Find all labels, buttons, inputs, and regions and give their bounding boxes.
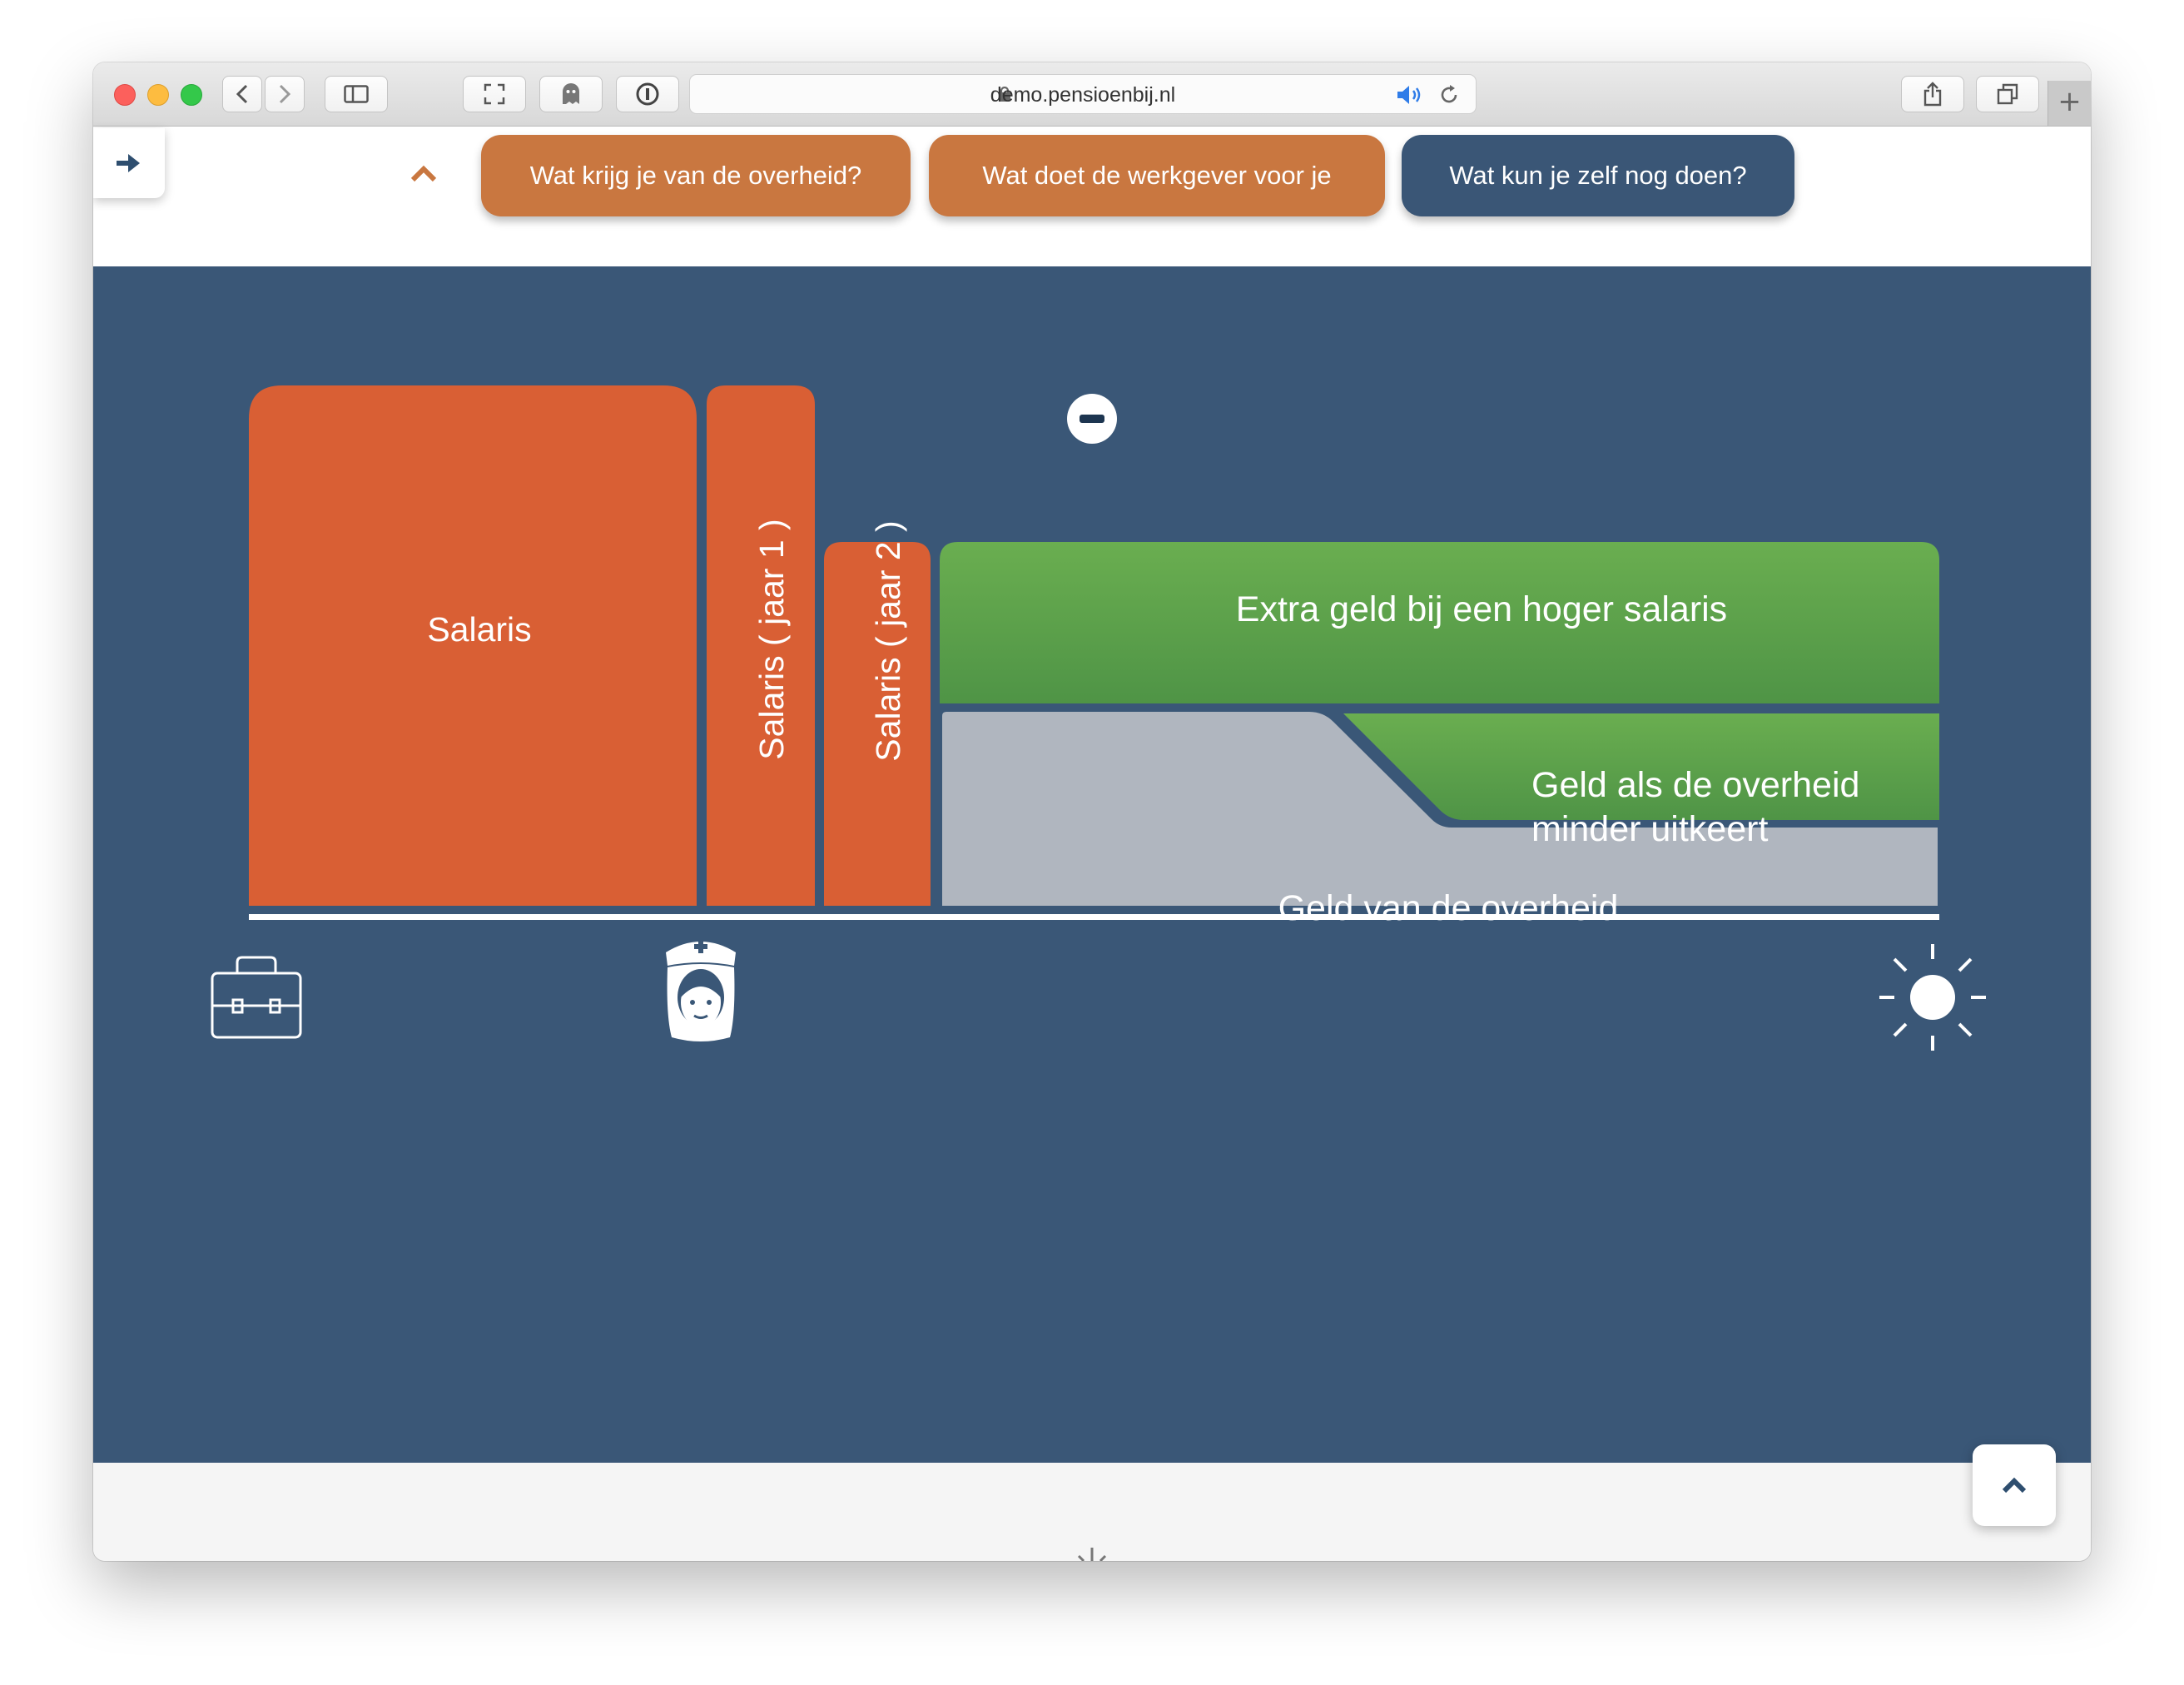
forward-icon <box>279 84 291 104</box>
salaris-jaar2-label: Salaris ( jaar 2 ) <box>869 520 907 761</box>
sidebar-toggle-button[interactable] <box>93 128 165 198</box>
salaris-block <box>249 385 697 906</box>
close-icon[interactable] <box>114 84 136 106</box>
geld-overheid-label: Geld van de overheid <box>1278 888 1619 928</box>
tab-zelf[interactable]: Wat kun je zelf nog doen? <box>1402 135 1794 216</box>
address-bar[interactable]: demo.pensioenbij.nl <box>689 74 1477 114</box>
tabs-button[interactable] <box>1976 76 2039 112</box>
sidebar-button[interactable] <box>325 76 388 112</box>
browser-window: demo.pensioenbij.nl + Wat krijg je van d… <box>93 62 2091 1561</box>
sidebar-icon <box>344 85 369 103</box>
extra-geld-label: Extra geld bij een hoger salaris <box>1236 589 1727 629</box>
share-button[interactable] <box>1901 76 1964 112</box>
tab-werkgever-label: Wat doet de werkgever voor je <box>982 161 1332 190</box>
lock-icon <box>999 87 1010 102</box>
minder-uitkeert-block <box>1343 713 1939 820</box>
minder-uitkeert-label-line2: minder uitkeert <box>1531 809 1768 849</box>
sun-icon <box>1879 944 1986 1051</box>
zoom-icon[interactable] <box>181 84 202 106</box>
tab-werkgever[interactable]: Wat doet de werkgever voor je <box>929 135 1385 216</box>
minder-uitkeert-label-line1: Geld als de overheid <box>1531 765 1859 805</box>
back-button[interactable] <box>222 76 262 112</box>
fullscreen-icon <box>484 83 505 105</box>
tab-zelf-label: Wat kun je zelf nog doen? <box>1449 161 1747 190</box>
briefcase-icon <box>211 956 302 1039</box>
page-navigation: Wat krijg je van de overheid? Wat doet d… <box>93 127 2091 266</box>
ghost-icon <box>563 83 579 104</box>
minimize-icon[interactable] <box>147 84 169 106</box>
tab-overheid-label: Wat krijg je van de overheid? <box>529 161 862 190</box>
forward-button[interactable] <box>265 76 305 112</box>
tabs-icon <box>1997 83 2018 105</box>
salaris-jaar1-block <box>707 385 815 906</box>
page-footer <box>93 1463 2091 1561</box>
ghost-extension-button[interactable] <box>539 76 603 112</box>
pension-diagram-stage: Salaris Salaris ( jaar 1 ) Salaris ( jaa… <box>93 266 2091 1463</box>
salaris-label: Salaris <box>427 610 531 649</box>
salaris-jaar1-label: Salaris ( jaar 1 ) <box>752 519 791 759</box>
extra-geld-block <box>940 542 1939 703</box>
audio-icon[interactable] <box>1396 83 1424 107</box>
back-icon <box>236 84 248 104</box>
plus-icon[interactable]: + <box>2048 81 2091 126</box>
pension-diagram: Salaris Salaris ( jaar 1 ) Salaris ( jaa… <box>211 385 1986 1051</box>
share-icon <box>1923 82 1942 107</box>
reload-icon[interactable] <box>1437 83 1461 107</box>
password-icon <box>636 82 659 106</box>
salaris-jaar2-block <box>824 542 931 906</box>
geld-overheid-block <box>942 712 1938 906</box>
timeline-axis <box>249 914 1939 920</box>
chevron-up-icon <box>2002 1477 2027 1494</box>
scroll-to-top-button[interactable] <box>1973 1444 2056 1526</box>
url-text: demo.pensioenbij.nl <box>990 83 1176 107</box>
password-extension-button[interactable] <box>616 76 679 112</box>
arrow-right-icon <box>117 154 140 172</box>
tab-overheid[interactable]: Wat krijg je van de overheid? <box>481 135 911 216</box>
browser-toolbar: demo.pensioenbij.nl + <box>93 62 2091 127</box>
minus-button[interactable] <box>1067 394 1117 444</box>
partial-sun-icon <box>1077 1548 1107 1561</box>
chevron-up-icon[interactable] <box>410 163 438 183</box>
nurse-icon <box>666 940 736 1041</box>
fullscreen-button[interactable] <box>463 76 526 112</box>
